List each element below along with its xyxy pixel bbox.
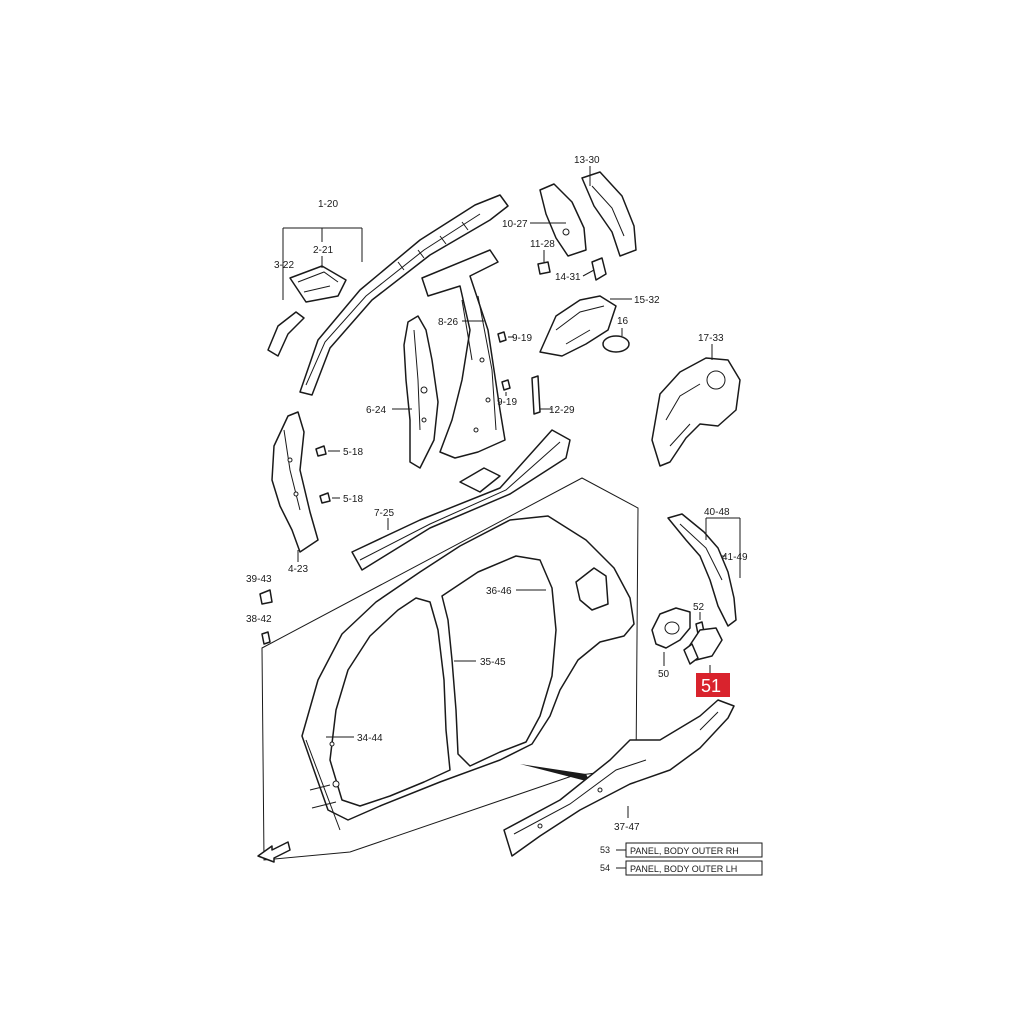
screw-part-38: [261, 631, 271, 645]
callout-12-29: 12-29: [549, 405, 575, 416]
callout-38-42: 38-42: [246, 614, 272, 625]
callout-3-22: 3-22: [274, 260, 294, 271]
highlight-number-51: 51: [701, 676, 721, 696]
front-pillar-lower: [271, 411, 319, 553]
rear-wheelhouse-inner: [539, 295, 617, 357]
rear-pillar-inner-upper: [539, 183, 587, 257]
callout-5-18-upper: 5-18: [343, 447, 363, 458]
callout-8-26: 8-26: [438, 317, 458, 328]
strip-part-12: [531, 375, 541, 415]
callout-11-28: 11-28: [530, 239, 555, 250]
pin-part-upper: [497, 331, 507, 343]
callout-5-18-lower: 5-18: [343, 494, 363, 505]
callout-10-27: 10-27: [502, 219, 528, 230]
callout-52: 52: [693, 602, 705, 613]
front-arrow-icon: [257, 841, 291, 863]
cap-part-16: [602, 335, 630, 353]
small-bracket-part-11: [537, 261, 551, 275]
side-sill-inner: [351, 429, 571, 571]
clip-part-39: [259, 589, 273, 605]
callout-6-24: 6-24: [366, 405, 386, 416]
legend-number-rh: 53: [600, 845, 610, 855]
callout-39-43: 39-43: [246, 574, 272, 585]
callout-9-19-upper: 9-19: [512, 333, 532, 344]
front-pillar-reinforcement: [403, 315, 439, 469]
callout-50: 50: [658, 669, 670, 680]
callout-13-30: 13-30: [574, 155, 600, 166]
roof-side-rail: [299, 194, 509, 396]
clip-part-lower: [319, 492, 331, 504]
legend-text-lh: PANEL, BODY OUTER LH: [630, 864, 737, 874]
callout-17-33: 17-33: [698, 333, 724, 344]
callout-9-19-lower: 9-19: [497, 397, 517, 408]
callout-15-32: 15-32: [634, 295, 660, 306]
callout-35-45: 35-45: [480, 657, 506, 668]
small-bracket-part-14: [591, 257, 607, 281]
clip-part-upper: [315, 445, 327, 457]
pointer-arrow: [520, 764, 590, 782]
callout-37-47: 37-47: [614, 822, 640, 833]
legend-number-lh: 54: [600, 863, 610, 873]
callout-41-49: 41-49: [722, 552, 748, 563]
callout-16: 16: [617, 316, 629, 327]
fuel-filler-lid: [683, 627, 723, 665]
callout-36-46: 36-46: [486, 586, 512, 597]
body-outer-side-panel: [301, 515, 635, 831]
fuel-filler-housing: [651, 607, 691, 649]
rear-pillar-gusset: [581, 171, 637, 257]
rear-fender-extension: [667, 513, 737, 627]
callout-1-20: 1-20: [318, 199, 338, 210]
pin-part-lower: [501, 379, 511, 391]
roof-bracket-part: [289, 265, 347, 303]
highlight-badge: [696, 673, 730, 697]
callout-4-23: 4-23: [288, 564, 308, 575]
side-sill-outer: [503, 699, 735, 857]
legend-text-rh: PANEL, BODY OUTER RH: [630, 846, 739, 856]
pillar-strip-part: [267, 311, 305, 357]
callout-2-21: 2-21: [313, 245, 333, 256]
legend: 53 PANEL, BODY OUTER RH 54 PANEL, BODY O…: [600, 842, 763, 876]
callout-40-48: 40-48: [704, 507, 730, 518]
callout-7-25: 7-25: [374, 508, 394, 519]
callout-14-31: 14-31: [555, 272, 581, 283]
callout-34-44: 34-44: [357, 733, 383, 744]
rear-wheelhouse-outer: [651, 357, 741, 467]
